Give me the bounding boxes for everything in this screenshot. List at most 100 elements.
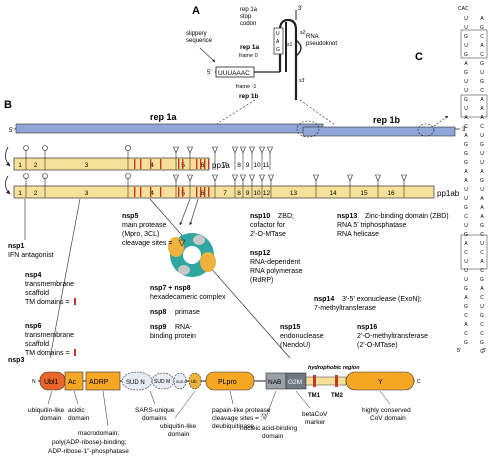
nsp13-name: nsp13: [337, 213, 357, 220]
stemloop-box: [460, 94, 488, 118]
nsp12-name: nsp12: [250, 250, 270, 257]
pp1a-tm-marker: [178, 159, 180, 169]
hexadecamer-illustration: [168, 233, 216, 277]
slippery-box: [215, 66, 255, 78]
stemloop-nucleotide: G: [464, 142, 468, 148]
stop-codon-box: [273, 27, 284, 55]
pp1ab-segment-number: 10: [253, 190, 261, 197]
pp1ab-segment-number: 8: [237, 190, 241, 197]
stemloop-box: [460, 234, 488, 270]
plpro-domain: [205, 371, 255, 391]
slippery-seq: UUUAAAC: [218, 70, 250, 77]
stemloop-nucleotide: G: [464, 34, 468, 40]
pp1a-segment-number: 2: [34, 162, 38, 169]
stemloop-nucleotide: A: [480, 214, 484, 220]
stemloop-nucleotide: C: [480, 88, 484, 94]
stem-s1: s1: [287, 42, 293, 48]
nsp4-name: nsp4: [25, 272, 41, 279]
pp1ab-segment-number: 2: [34, 190, 38, 197]
complex-subunit: [193, 235, 205, 245]
stemloop-nucleotide: C: [480, 331, 484, 337]
pp1a-marks: 1234567891011: [18, 145, 273, 170]
stemloop-nucleotide: C: [480, 52, 484, 58]
tm2-domain: [335, 375, 338, 387]
genome: 5' rep 1a rep 1b 3': [9, 112, 466, 138]
nsp14-name: nsp14: [314, 296, 334, 303]
stemloop-nucleotide: G: [480, 340, 484, 346]
ubl2-label: Ub: [191, 379, 197, 384]
stemloop-box: [460, 29, 488, 59]
frameshift-circle: [296, 120, 320, 138]
pp1a-tm-marker: [150, 159, 152, 169]
stemloop-top-loop: CAC: [458, 6, 469, 12]
stemloop-nucleotide: C: [464, 313, 468, 319]
pp1ab-segment-number: 16: [387, 190, 395, 197]
pp1ab-mpro-site: [401, 174, 407, 186]
stemloop-nucleotide: U: [480, 241, 484, 247]
tm-domain-symbol: [74, 298, 76, 305]
stemloop-nucleotide: G: [480, 25, 484, 31]
stemloop-nucleotide: G: [480, 313, 484, 319]
stemloop-nucleotide: C: [464, 214, 468, 220]
stemloop-nucleotide: A: [480, 169, 484, 175]
stemloop-nucleotide: U: [464, 88, 468, 94]
nsp3-name: nsp3: [8, 357, 24, 364]
pp1ab-mpro-site: [249, 174, 255, 186]
stemloop-nucleotide: U: [480, 133, 484, 139]
nsp14-desc: 3'-5' exonuclease (ExoN);7-methyltransfe…: [314, 296, 422, 312]
nsp5-desc: main protease(Mpro, 3CL)cleavage sites =: [122, 222, 172, 247]
pp1ab-mpro-site: [240, 174, 246, 186]
complex-subunit: [178, 265, 190, 275]
stop-letter: U: [276, 31, 280, 37]
nsp10-name: nsp10: [250, 213, 270, 220]
pp1a-segment-number: 1: [18, 162, 22, 169]
pp1a-tm-marker: [140, 159, 142, 169]
stemloop-nucleotide: A: [464, 295, 468, 301]
stemloop-nucleotide: G: [464, 205, 468, 211]
pp1ab-mpro-site: [268, 174, 274, 186]
pp1a-mpro-site: [212, 146, 218, 158]
pseudoknot-stem: [278, 18, 298, 100]
hydrophobic-region: [305, 376, 347, 386]
pp1ab-segment-number: 14: [329, 190, 337, 197]
nsp1-name: nsp1: [8, 243, 24, 250]
pp1a-segment-number: 11: [263, 162, 270, 169]
pp1ab-tm-marker: [178, 187, 180, 197]
stemloop-nucleotide: G: [480, 277, 484, 283]
panel-c-arrow: [433, 115, 449, 127]
stemloop-nucleotide: G: [464, 286, 468, 292]
nsp3-c-terminus: C: [417, 379, 421, 385]
sudm-label: SUD M: [154, 379, 170, 385]
rep1a-label: rep 1a: [150, 112, 178, 122]
pp1ab-segment-number: 15: [360, 190, 368, 197]
pp1a-plpro-site: [23, 145, 29, 151]
stemloop-nucleotide: U: [464, 187, 468, 193]
stop-letter: G: [276, 47, 280, 53]
stemloop-nucleotide: A: [480, 16, 484, 22]
plpro-site-symbol: [261, 413, 267, 420]
stemloop-nucleotide: C: [480, 34, 484, 40]
nsp6-name: nsp6: [25, 323, 41, 330]
pp1a-mpro-site: [259, 146, 265, 158]
stemloop-nucleotide: A: [464, 322, 468, 328]
rep1b-label: rep 1b: [373, 115, 401, 125]
pp1ab-mpro-site: [173, 174, 179, 186]
nsp3-annotation-lines: [47, 390, 391, 427]
pp1ab-mpro-site: [212, 174, 218, 186]
sudc-label: SUD C: [176, 380, 187, 384]
pp1ab-tm-marker: [160, 187, 162, 197]
tm1-label: TM1: [308, 393, 321, 399]
pp1ab-segment-number: 3: [85, 190, 89, 197]
pp1ab-tm-marker: [182, 187, 184, 197]
